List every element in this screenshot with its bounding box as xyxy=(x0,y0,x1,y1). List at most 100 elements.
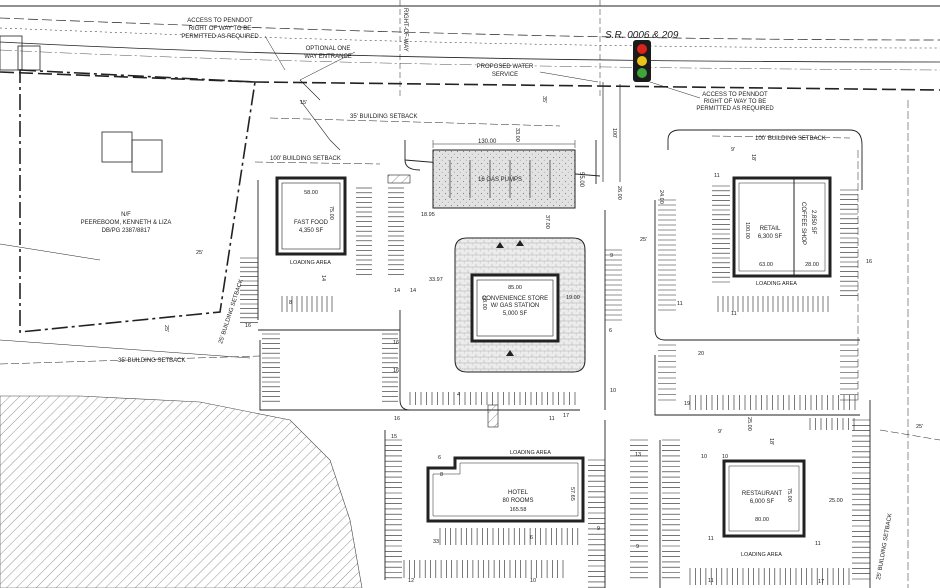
fast-food-height: 75.00 xyxy=(328,206,334,220)
parking-stalls xyxy=(240,185,870,588)
stall-count: 10 xyxy=(530,578,536,584)
fast-food-width: 58.00 xyxy=(304,190,318,196)
setback-dim: 25' xyxy=(163,325,169,332)
setback-label-25: 25' BUILDING SETBACK xyxy=(218,279,245,345)
fast-food-name: FAST FOOD xyxy=(294,220,329,226)
restaurant-dim-a: 9' xyxy=(718,429,722,435)
stall-count: 16 xyxy=(245,323,251,329)
restaurant-loading: LOADING AREA xyxy=(741,552,782,558)
optional-entrance-line: WAY ENTRANCE xyxy=(304,54,352,60)
stall-count: 4 xyxy=(457,392,460,398)
retail-width: 63.00 xyxy=(759,262,773,268)
neighbor-parcel xyxy=(0,35,256,359)
gas-pumps-height: 55.00 xyxy=(578,172,584,188)
access-note-left-line: ACCESS TO PENNDOT xyxy=(187,18,253,24)
stall-count: 16 xyxy=(393,340,399,346)
convenience-store-building: CONVENIENCE STORE W/ GAS STATION 5,000 S… xyxy=(429,237,586,373)
stall-count: 14 xyxy=(410,288,416,294)
access-note-left-line: PERMITTED AS REQUIRED xyxy=(181,34,259,40)
convenience-area: 5,000 SF xyxy=(503,311,528,317)
neighbor-line: DB/PG 2387/8817 xyxy=(102,228,151,234)
coffee-name: COFFEE SHOP xyxy=(800,202,806,245)
optional-entrance-line: OPTIONAL ONE xyxy=(306,46,351,52)
retail-loading: LOADING AREA xyxy=(756,281,797,287)
stall-count: 9 xyxy=(610,253,613,259)
stall-count: 8 xyxy=(289,300,292,306)
fast-food-area: 4,350 SF xyxy=(299,228,324,234)
coffee-shop-building: COFFEE SHOP 2,850 SF 28.00 xyxy=(800,202,819,268)
stall-count: 17 xyxy=(818,579,824,585)
retail-building: RETAIL 6,300 SF 63.00 100.00 LOADING ARE… xyxy=(658,147,832,287)
retail-dim-b: 18' xyxy=(750,154,756,161)
access-note-right-line: PERMITTED AS REQUIRED xyxy=(696,106,774,112)
coffee-area: 2,850 SF xyxy=(810,210,816,235)
restaurant-area: 6,000 SF xyxy=(750,499,775,505)
optional-entrance-note: OPTIONAL ONE WAY ENTRANCE xyxy=(304,46,352,60)
restaurant-name: RESTAURANT xyxy=(742,491,783,497)
stall-count: 16 xyxy=(866,259,872,265)
coffee-width: 28.00 xyxy=(805,262,819,268)
row-dim: 15' xyxy=(300,100,307,106)
stall-count: 16 xyxy=(394,416,400,422)
setback-lines xyxy=(0,100,940,588)
neighbor-line: PEEREBOOM, KENNETH & LIZA xyxy=(81,220,172,226)
setback-dim: 25' xyxy=(196,250,203,256)
gas-pumps-side-dim: 26.00 xyxy=(616,186,622,200)
water-service-note: PROPOSED WATER SERVICE xyxy=(477,64,534,78)
hotel-name: HOTEL xyxy=(508,490,529,496)
access-note-right: ACCESS TO PENNDOT RIGHT OF WAY TO BE PER… xyxy=(696,92,774,112)
gas-pumps-width: 130.00 xyxy=(478,139,497,145)
traffic-signal-icon xyxy=(633,40,651,82)
water-service-line: PROPOSED WATER xyxy=(477,64,534,70)
access-note-right-line: ACCESS TO PENNDOT xyxy=(702,92,768,98)
setback-label-25-right: 25' BUILDING SETBACK xyxy=(876,513,894,581)
setback-dim: 25' xyxy=(640,237,647,243)
hotel-building: HOTEL 80 ROOMS 165.58 57.65 LOADING AREA xyxy=(426,450,585,523)
stall-count: 10 xyxy=(701,454,707,460)
convenience-side: 19.00 xyxy=(566,295,580,301)
row-label: RIGHT-OF-WAY xyxy=(402,8,408,52)
retail-dim-a: 9' xyxy=(731,147,735,153)
stall-count: 11 xyxy=(731,311,737,317)
convenience-width: 85.00 xyxy=(508,285,522,291)
restaurant-width: 80.00 xyxy=(755,517,769,523)
parking-counts: 14 14 16 8 9 6 10 16 16 16 4 11 17 11 11… xyxy=(245,173,872,585)
stall-count: 13 xyxy=(635,452,641,458)
retail-area: 6,300 SF xyxy=(758,234,783,240)
stall-count: 33 xyxy=(433,539,439,545)
stall-count: 8 xyxy=(440,472,443,478)
stall-count: 11 xyxy=(708,536,714,542)
stall-count: 6 xyxy=(530,535,533,541)
fast-food-building: FAST FOOD 4,350 SF 58.00 75.00 LOADING A… xyxy=(275,176,347,281)
road-name: S.R. 0006 & 209 xyxy=(605,30,679,41)
row-dim: 100' xyxy=(611,128,617,138)
stall-count: 11 xyxy=(677,301,683,307)
restaurant-dim-c: 25.00 xyxy=(746,417,752,431)
restaurant-dim-b: 18' xyxy=(768,438,774,445)
restaurant-side: 25.00 xyxy=(829,498,843,504)
stall-count: 15 xyxy=(391,434,397,440)
neighbor-line: N/F xyxy=(121,212,131,218)
restaurant-building: RESTAURANT 6,000 SF 80.00 75.00 25.00 LO… xyxy=(718,417,843,558)
retail-dim-c: 24.00 xyxy=(658,190,664,204)
hotel-rooms: 80 ROOMS xyxy=(502,498,533,504)
stall-count: 20 xyxy=(698,351,704,357)
access-note-left: ACCESS TO PENNDOT RIGHT OF WAY TO BE PER… xyxy=(181,18,259,40)
access-note-left-line: RIGHT OF WAY TO BE xyxy=(189,26,252,32)
convenience-dim: 33.97 xyxy=(429,277,443,283)
stall-count: 11 xyxy=(815,541,821,547)
setback-label-top: 35' BUILDING SETBACK xyxy=(350,114,418,120)
access-note-right-line: RIGHT OF WAY TO BE xyxy=(704,99,767,105)
hotel-height: 57.65 xyxy=(569,487,575,501)
retail-height: 100.00 xyxy=(744,222,750,239)
stall-count: 10 xyxy=(722,454,728,460)
striped-island xyxy=(487,404,499,428)
convenience-name: CONVENIENCE STORE xyxy=(482,296,548,302)
stall-count: 12 xyxy=(408,578,414,584)
leader-lines xyxy=(264,35,701,99)
fast-food-loading: LOADING AREA xyxy=(290,260,331,266)
gas-pumps-offset-dim: 18.95 xyxy=(421,212,435,218)
row-dim: 35' xyxy=(541,96,547,103)
fast-food-dim: 14 xyxy=(320,275,326,281)
